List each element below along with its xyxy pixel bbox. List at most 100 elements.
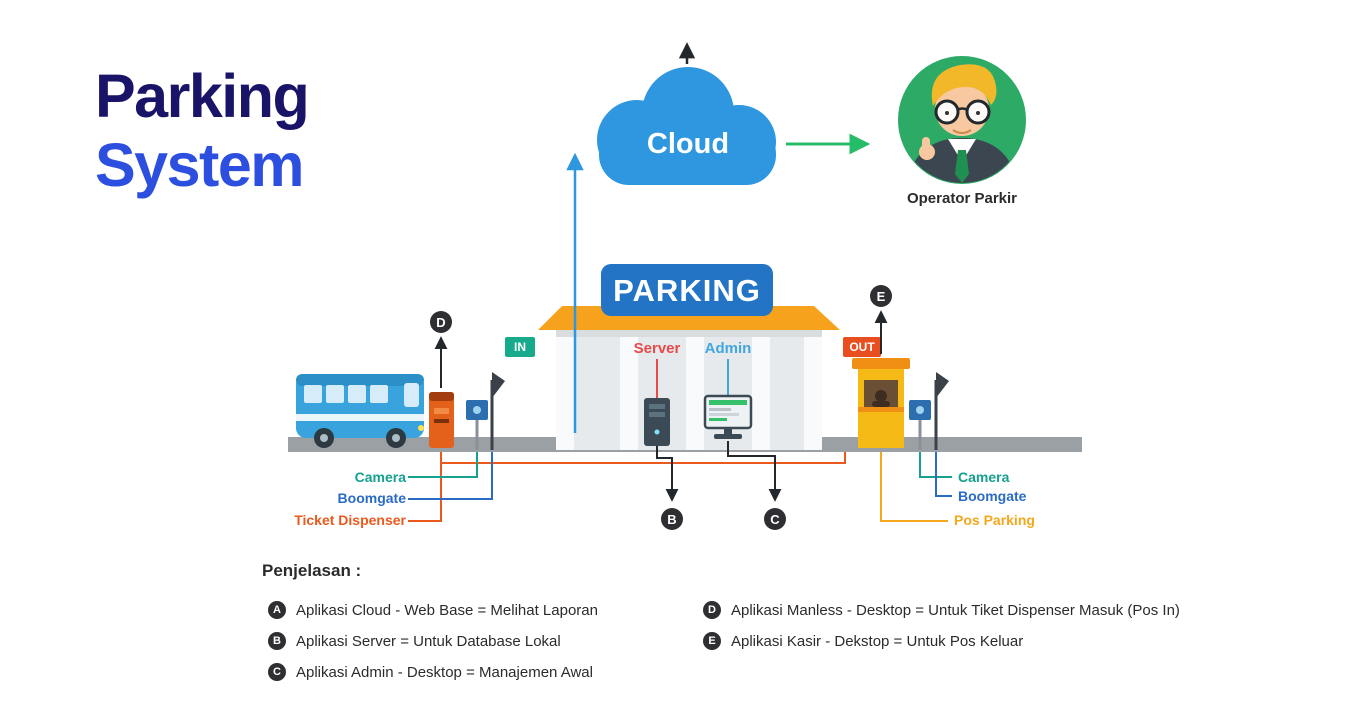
marker-c-circle: [764, 508, 786, 530]
admin-monitor-base: [714, 434, 742, 439]
operator-smile: [952, 129, 972, 134]
left-camera-label: Camera: [354, 469, 406, 485]
operator-eye: [945, 111, 949, 115]
marker-d-letter: D: [436, 315, 445, 330]
bus-window: [370, 385, 388, 403]
operator-label: Operator Parkir: [906, 190, 1018, 207]
marker-b: B: [661, 508, 683, 530]
title-line-parking: Parking: [95, 62, 310, 130]
marker-c-letter: C: [770, 512, 780, 527]
left-boomgate-head: [492, 372, 505, 398]
parking-sign-text: PARKING: [613, 273, 761, 308]
marker-c: C: [764, 508, 786, 530]
marker-e-circle: [870, 285, 892, 307]
dispenser-top: [429, 392, 454, 401]
server-tower: [644, 398, 670, 446]
page-title: Parking System: [95, 62, 310, 200]
booth-attendant-body: [872, 401, 890, 407]
right-boomgate-head: [936, 372, 949, 398]
bus-wheel-hub: [320, 434, 328, 442]
right-camera-lens: [916, 406, 924, 414]
server-station: Server: [634, 340, 681, 446]
ticket-slot: [434, 419, 449, 423]
bus-windshield: [404, 383, 419, 407]
operator-hair: [931, 64, 997, 106]
server-vent: [649, 412, 665, 417]
building-roof-shadow: [556, 330, 822, 337]
booth-sill: [858, 407, 904, 412]
legend-item-a: A Aplikasi Cloud - Web Base = Melihat La…: [268, 601, 598, 619]
left-boomgate-label: Boomgate: [337, 490, 406, 506]
admin-label: Admin: [705, 340, 752, 357]
marker-b-circle: [661, 508, 683, 530]
pos-parking-line: [880, 452, 948, 522]
bus-window: [348, 385, 366, 403]
operator-thumb-up: [922, 137, 930, 150]
legend-title: Penjelasan :: [262, 561, 362, 580]
ticket-dispenser-line: [408, 452, 442, 522]
bus-wheel-hub: [392, 434, 400, 442]
legend-text-c: Aplikasi Admin - Desktop = Manajemen Awa…: [296, 663, 593, 681]
right-camera-pole: [909, 400, 931, 450]
legend-text-b: Aplikasi Server = Untuk Database Lokal: [296, 632, 561, 650]
cloud-label: Cloud: [647, 128, 729, 160]
out-gate-label: OUT: [849, 340, 875, 354]
server-label: Server: [634, 340, 681, 357]
pos-parking-booth: [852, 358, 910, 448]
bus-window: [326, 385, 344, 403]
parking-sign: PARKING: [601, 264, 773, 316]
legend-marker-d: D: [703, 601, 721, 619]
parking-building: [538, 306, 840, 450]
ticket-dispenser-machine: [429, 392, 454, 448]
server-led: [654, 429, 660, 435]
right-camera-line: [919, 452, 952, 478]
left-camera-lens: [473, 406, 481, 414]
title-line-system: System: [95, 130, 305, 199]
admin-screen-header: [709, 400, 747, 405]
legend-marker-c: C: [268, 663, 286, 681]
legend-text-e: Aplikasi Kasir - Dekstop = Untuk Pos Kel…: [731, 632, 1024, 650]
admin-screen-line: [709, 413, 739, 416]
right-boomgate-line: [935, 452, 952, 497]
bus-roof: [296, 374, 424, 386]
booth-roof: [852, 358, 910, 369]
operator-tie: [955, 150, 969, 183]
dispenser-panel: [434, 408, 449, 414]
booth-attendant: [875, 390, 887, 402]
admin-station: Admin: [703, 340, 753, 439]
legend-marker-b: B: [268, 632, 286, 650]
legend-marker-a: A: [268, 601, 286, 619]
in-gate-sign: IN: [505, 337, 535, 357]
parking-sign-board: [601, 264, 773, 316]
marker-c-arrow: [727, 441, 782, 502]
admin-screen-line: [709, 418, 727, 421]
in-gate-badge: [505, 337, 535, 357]
out-gate-sign: OUT: [843, 337, 881, 357]
left-boomgate-line: [408, 452, 493, 500]
marker-d: D: [430, 311, 452, 333]
marker-b-letter: B: [667, 512, 676, 527]
bus-window: [304, 385, 322, 403]
left-camera-pole: [466, 400, 488, 450]
bus-stripe: [296, 414, 424, 421]
building-columns: [556, 337, 822, 450]
right-boomgate-label: Boomgate: [958, 488, 1027, 504]
pos-parking-label: Pos Parking: [954, 512, 1035, 528]
legend-text-a: Aplikasi Cloud - Web Base = Melihat Lapo…: [296, 601, 598, 619]
operator-avatar: [898, 56, 1026, 184]
legend-item-d: D Aplikasi Manless - Desktop = Untuk Tik…: [703, 601, 1180, 619]
connector-lines: [408, 452, 952, 522]
marker-e: E: [870, 285, 892, 307]
admin-screen-line: [709, 408, 731, 411]
legend-item-b: B Aplikasi Server = Untuk Database Lokal: [268, 632, 561, 650]
marker-b-arrow: [656, 446, 679, 502]
in-gate-label: IN: [514, 340, 526, 354]
cloud-shape: Cloud: [597, 67, 776, 185]
right-boomgate-arm: [934, 372, 949, 450]
bus-headlight: [418, 425, 424, 431]
right-camera-label: Camera: [958, 469, 1010, 485]
in-out-link-line: [441, 452, 846, 464]
out-gate-badge: [843, 337, 881, 357]
